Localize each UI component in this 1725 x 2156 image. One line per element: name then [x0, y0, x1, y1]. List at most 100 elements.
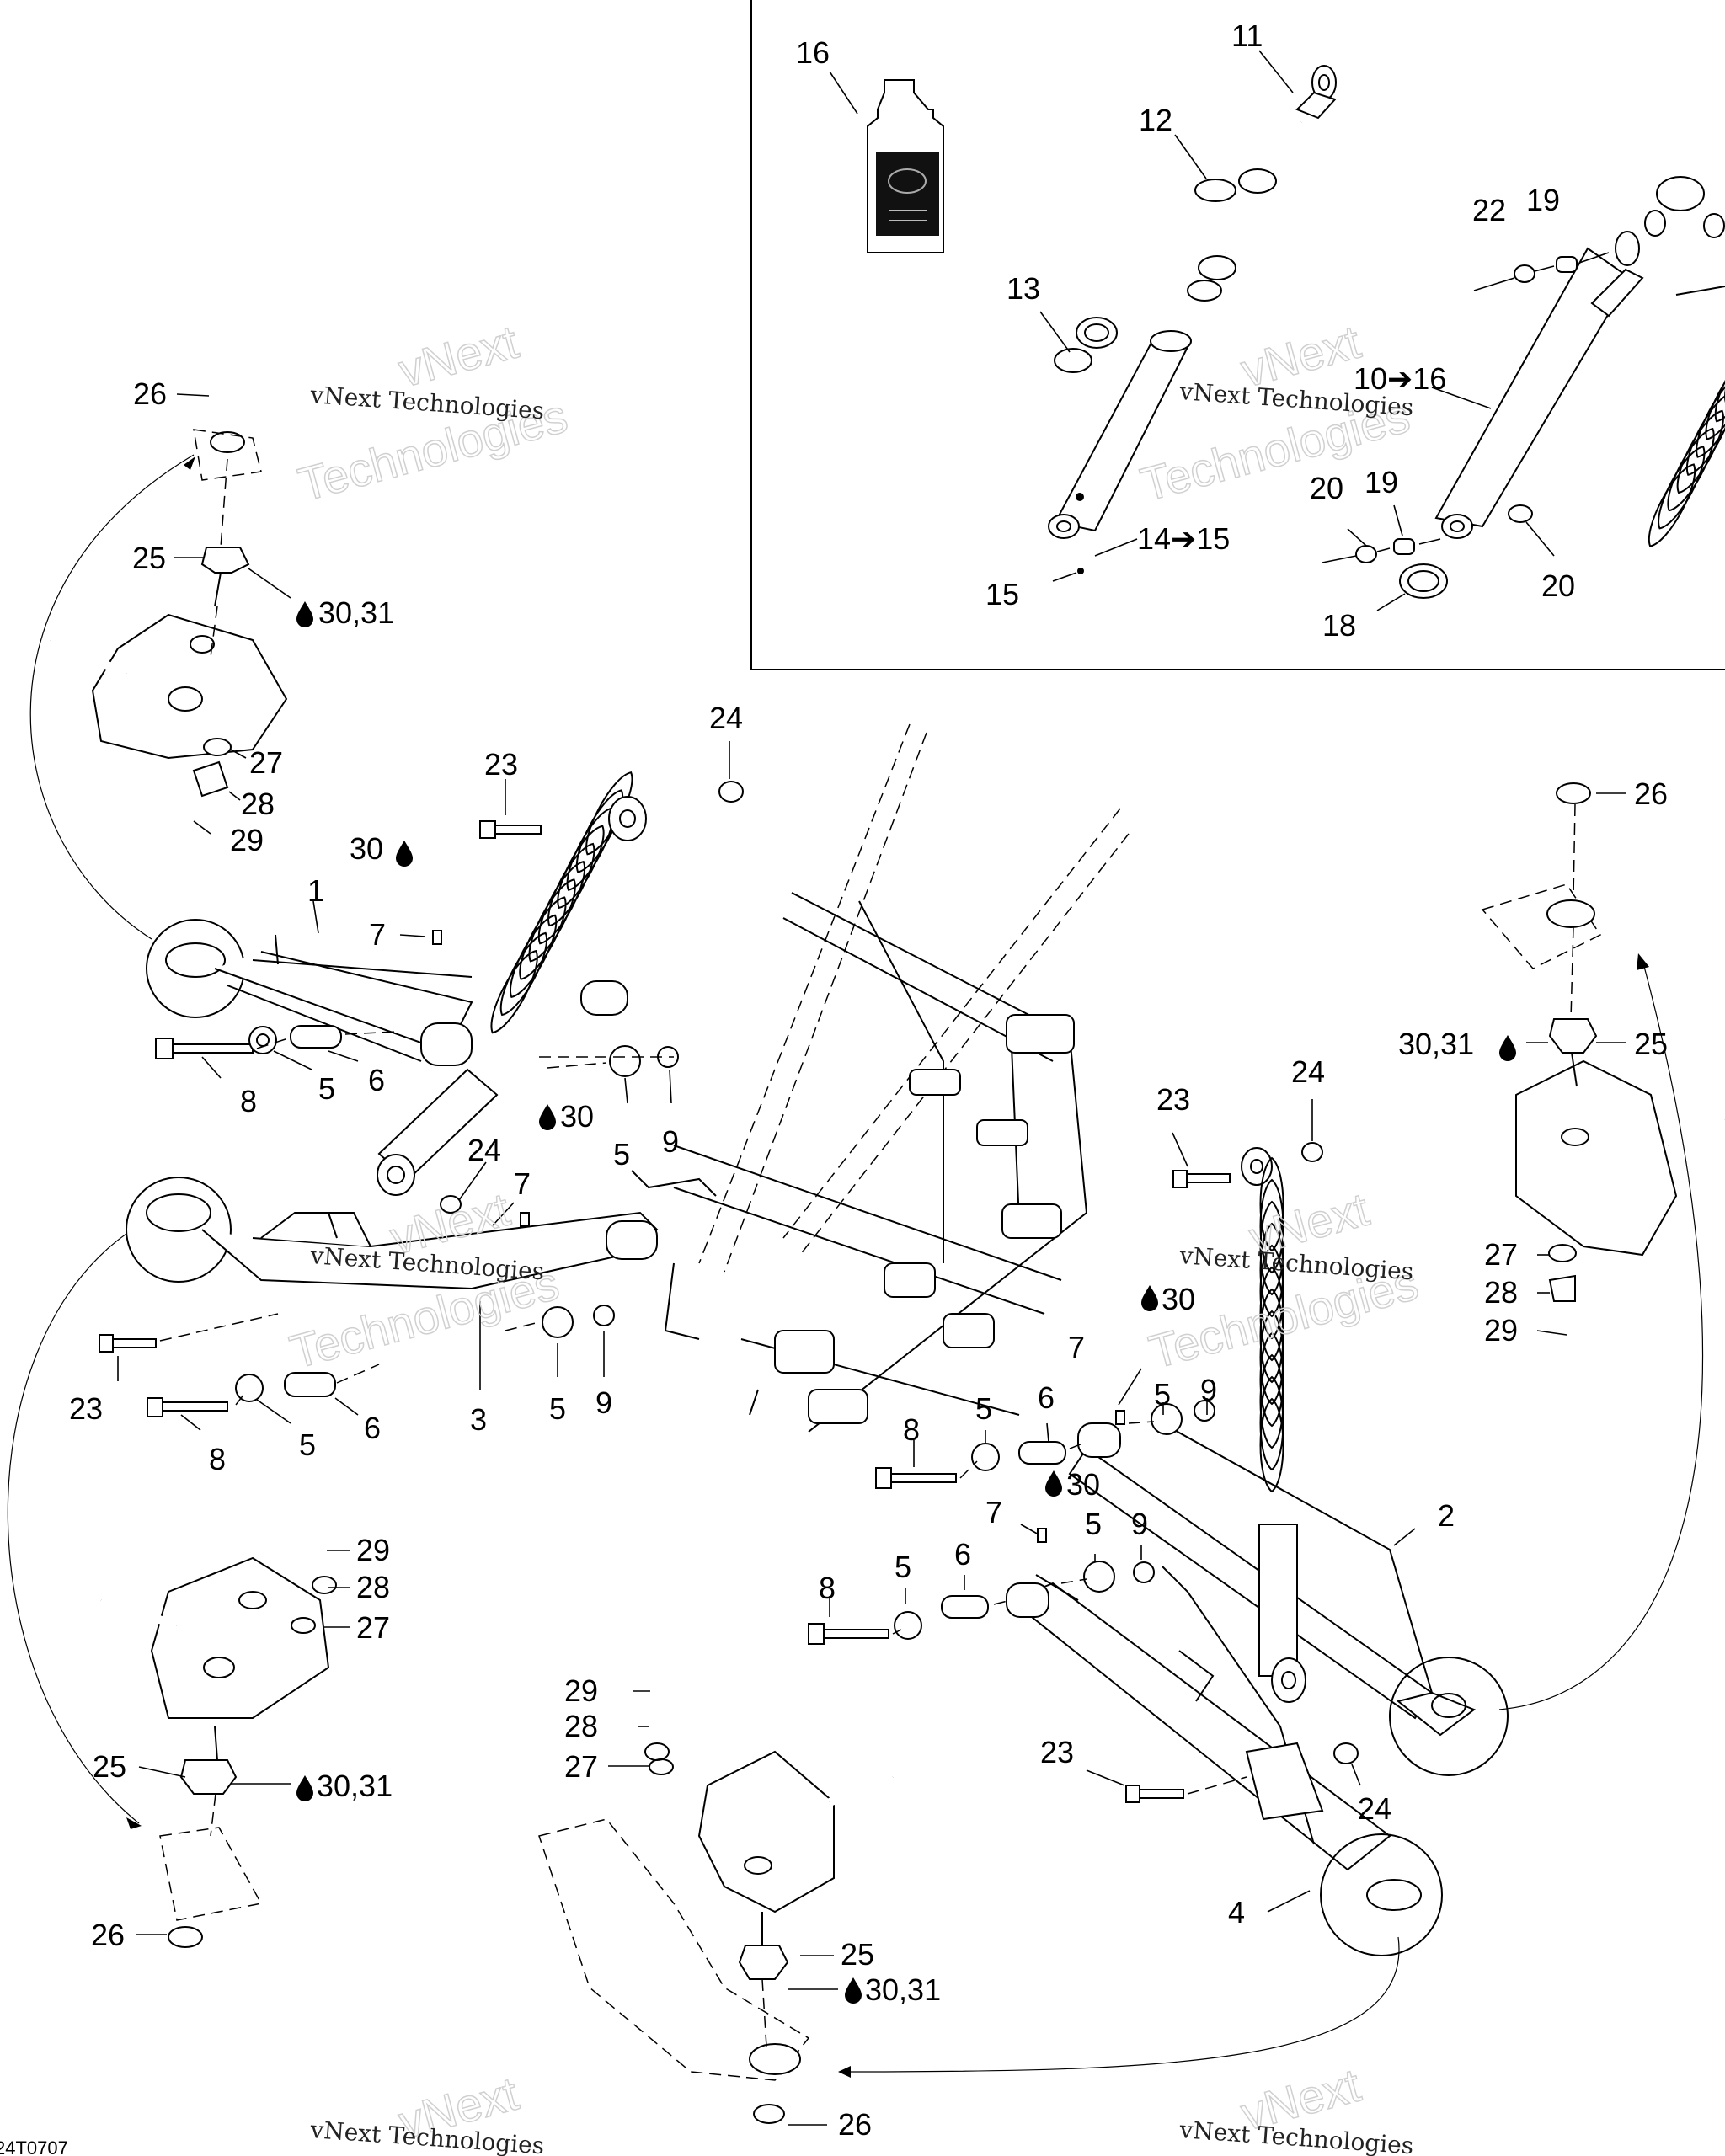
callout-30-31: 30,31	[318, 595, 394, 630]
callout-labels: 26 25 30,31 27 28 29 1 7 30 23 24 8 5 6 …	[69, 376, 1668, 2142]
callout-9-b: 9	[595, 1385, 612, 1420]
watermarks: vNext Technologies vNext Technologies vN…	[284, 314, 1424, 2156]
callout-30-d: 30	[1066, 1467, 1100, 1502]
ball-joint-right	[1548, 1018, 1598, 1087]
callout-26-r: 26	[1634, 776, 1668, 811]
callout-16: 16	[796, 35, 830, 70]
callout-27-r: 27	[1484, 1237, 1518, 1272]
o-ring	[1194, 179, 1236, 202]
callout-29-r: 29	[1484, 1313, 1518, 1348]
callout-20: 20	[1310, 471, 1343, 505]
callout-27: 27	[249, 745, 283, 780]
callout-leaders	[117, 393, 1626, 2126]
upper-a-arm-left	[146, 919, 473, 1066]
callout-7-d: 7	[985, 1495, 1002, 1529]
callout-5-g: 5	[1085, 1507, 1102, 1541]
shock-detail-inset: 16 11 12 13 22 19 10➔16 20 19 14➔15 15 1…	[750, 0, 1725, 670]
callout-8-c: 8	[903, 1412, 920, 1447]
ball-joint-bottom-left	[179, 1726, 238, 1795]
callout-15: 15	[985, 577, 1019, 611]
callout-12: 12	[1139, 103, 1172, 137]
callout-25-bm: 25	[841, 1937, 874, 1972]
shock-assembly	[1434, 176, 1725, 539]
callout-28: 28	[241, 787, 275, 821]
oil-bottle-icon	[867, 79, 944, 253]
callout-7: 7	[369, 917, 386, 952]
hardware	[99, 781, 1359, 1803]
circlip	[210, 431, 245, 453]
callout-25-r: 25	[1634, 1027, 1668, 1061]
callout-6-c: 6	[1038, 1380, 1055, 1415]
callout-9-d: 9	[1131, 1507, 1148, 1541]
callout-25: 25	[132, 541, 166, 575]
callout-9: 9	[662, 1124, 679, 1159]
callout-19: 19	[1526, 183, 1560, 217]
o-ring-small	[1054, 348, 1092, 373]
coil-spring	[1639, 286, 1725, 552]
knuckle-bottom-middle	[697, 1750, 895, 1913]
callout-6-b: 6	[364, 1411, 381, 1445]
ball-joint-top-left	[200, 547, 250, 607]
callout-8-d: 8	[819, 1571, 836, 1605]
watermark-vnext: vNext	[393, 315, 524, 398]
callout-6: 6	[368, 1063, 385, 1097]
callout-5-e: 5	[1154, 1377, 1171, 1412]
callout-19-lower: 19	[1365, 465, 1398, 499]
callout-29: 29	[230, 823, 264, 857]
shock-body	[1048, 330, 1192, 539]
callout-26-bl: 26	[91, 1918, 125, 1952]
callout-30-31-r: 30,31	[1398, 1027, 1474, 1061]
shock-absorber-right	[1241, 1147, 1306, 1703]
callout-25-bl: 25	[93, 1749, 126, 1784]
callout-3: 3	[470, 1402, 487, 1437]
callout-1: 1	[307, 873, 324, 908]
callout-6-d: 6	[954, 1537, 971, 1572]
flow-arrows	[7, 454, 1704, 2078]
washer	[1514, 264, 1535, 283]
callout-28-bl: 28	[356, 1570, 390, 1604]
callout-7-b: 7	[514, 1166, 531, 1201]
callout-23-d: 23	[1040, 1735, 1074, 1769]
callout-30-31-bm: 30,31	[865, 1972, 941, 2007]
knuckle-top-left	[48, 613, 288, 760]
callout-26-bm: 26	[838, 2107, 872, 2142]
lower-a-arm-right	[1006, 1566, 1443, 1956]
callout-29-bm: 29	[564, 1673, 598, 1708]
callout-27-bl: 27	[356, 1610, 390, 1645]
callout-5: 5	[318, 1071, 335, 1106]
callout-22: 22	[1472, 193, 1506, 227]
callout-30-31-bl: 30,31	[317, 1769, 393, 1803]
callout-18: 18	[1322, 608, 1356, 643]
callout-4: 4	[1228, 1895, 1245, 1929]
callout-24-d: 24	[1358, 1791, 1391, 1826]
callout-28-r: 28	[1484, 1275, 1518, 1310]
callout-24: 24	[709, 701, 743, 735]
callout-13: 13	[1007, 271, 1040, 306]
callout-8: 8	[240, 1084, 257, 1118]
callout-24-c: 24	[1291, 1054, 1325, 1089]
callout-2: 2	[1438, 1498, 1455, 1533]
callout-5-d: 5	[549, 1391, 566, 1426]
vehicle-frame	[631, 723, 1130, 1433]
callout-29-bl: 29	[356, 1533, 390, 1567]
lower-a-arm-left	[126, 1177, 659, 1290]
callout-23-c: 23	[1156, 1082, 1190, 1117]
callout-28-bm: 28	[564, 1709, 598, 1743]
ball-joint-bottom-middle	[738, 1912, 789, 1980]
callout-7-c: 7	[1068, 1330, 1085, 1364]
callout-20-lower: 20	[1541, 568, 1575, 603]
shock-absorber-left	[377, 766, 647, 1196]
callout-24-b: 24	[467, 1133, 501, 1167]
callout-30-c: 30	[1162, 1282, 1195, 1316]
callout-11: 11	[1231, 19, 1263, 53]
callout-27-bm: 27	[564, 1749, 598, 1784]
callout-5-h: 5	[895, 1550, 911, 1584]
callout-30-b: 30	[560, 1099, 594, 1134]
callout-5-b: 5	[613, 1137, 630, 1171]
figure-code: 24T0707	[0, 2137, 68, 2156]
callout-26: 26	[133, 376, 167, 411]
callout-10-16: 10➔16	[1354, 361, 1446, 396]
assembly-lines	[159, 458, 1576, 2047]
bushing	[1556, 256, 1578, 273]
